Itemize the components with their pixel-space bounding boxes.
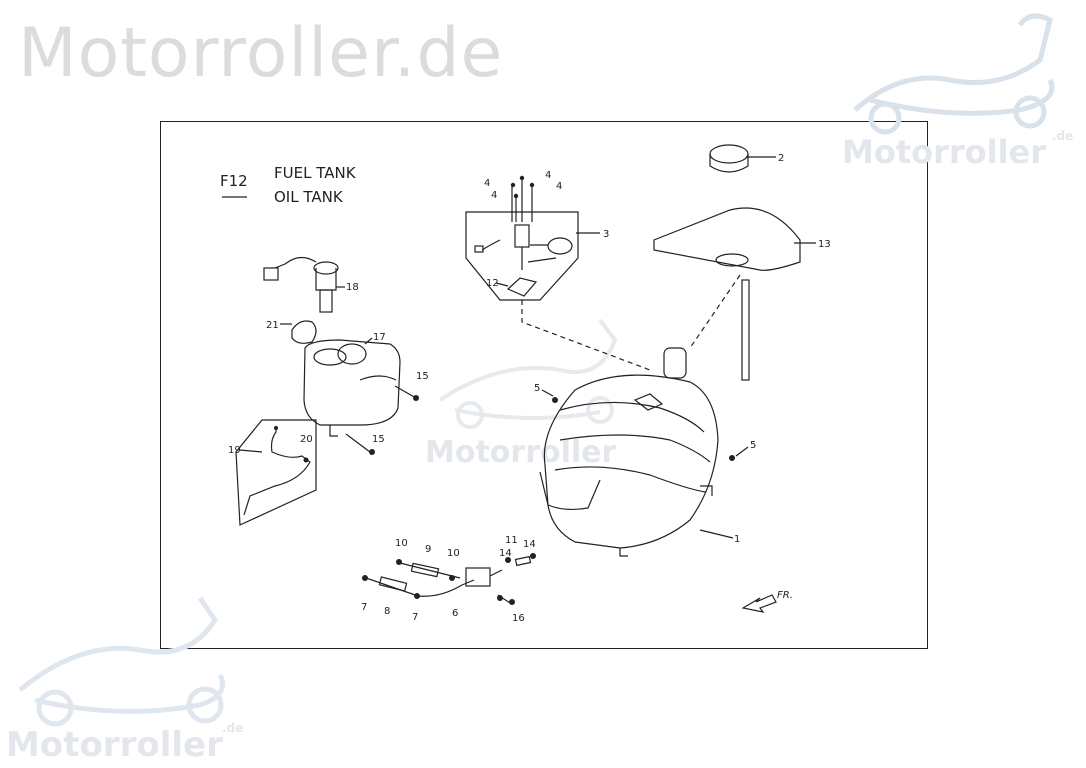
fuel-tank-filler-neck (663, 347, 687, 379)
watermark-logo-text-bottom: Motorroller (6, 725, 223, 765)
fuel-pump (474, 224, 573, 297)
fuel-tank-pump-seat (633, 393, 664, 411)
label-part-21: 21 (266, 320, 279, 331)
label-part-4a: 4 (484, 178, 490, 189)
label-part-19: 19 (228, 445, 241, 456)
label-part-16: 16 (512, 613, 525, 624)
label-part-15b: 15 (372, 434, 385, 445)
label-part-7b: 7 (412, 612, 418, 623)
label-part-8: 8 (384, 606, 390, 617)
watermark-logo-suffix-bottom: .de (222, 721, 243, 735)
fuel-pump-box (465, 211, 579, 301)
label-part-1: 1 (734, 534, 740, 545)
label-part-17: 17 (373, 332, 386, 343)
title-oil-tank: OIL TANK (274, 188, 344, 206)
fuel-pump-gasket (506, 277, 538, 297)
part-labels: 2 3 13 18 21 17 12 4 4 4 4 15 15 20 19 5… (228, 153, 831, 624)
label-part-15a: 15 (416, 371, 429, 382)
label-part-14b: 14 (523, 539, 536, 550)
label-part-5b: 5 (750, 440, 756, 451)
label-part-7a: 7 (361, 602, 367, 613)
oil-hose-box (235, 419, 317, 526)
label-part-12: 12 (486, 278, 499, 289)
filler-tray (653, 207, 801, 381)
label-part-3: 3 (603, 229, 609, 240)
watermark-top-text: Motorroller.de (18, 14, 504, 93)
oil-hose (243, 428, 311, 516)
label-part-9: 9 (425, 544, 431, 555)
label-part-5a: 5 (534, 383, 540, 394)
bolt-15a (394, 385, 417, 399)
title-fuel-tank: FUEL TANK (274, 164, 357, 182)
diagram-frame (160, 121, 928, 649)
label-part-13: 13 (818, 239, 831, 250)
label-part-18: 18 (346, 282, 359, 293)
fuel-pump-screws (511, 180, 533, 222)
fuel-valve (465, 567, 491, 587)
diagram-code: F12 (220, 172, 248, 190)
fuel-line-assembly (365, 555, 532, 604)
label-part-11: 11 (505, 535, 518, 546)
watermark-logo-suffix: .de (1052, 129, 1073, 143)
fuel-tank (539, 347, 719, 557)
oil-tank-filler (313, 348, 347, 366)
label-part-14a: 14 (499, 548, 512, 559)
watermark-logo-text-center: Motorroller (425, 435, 617, 470)
label-part-10b: 10 (447, 548, 460, 559)
label-part-20: 20 (300, 434, 313, 445)
fuel-cap (709, 144, 749, 173)
watermark-logo-top-right (853, 13, 1055, 135)
label-part-4b: 4 (491, 190, 497, 201)
oil-tank (303, 339, 401, 426)
watermark-logo-text: Motorroller (842, 133, 1046, 171)
front-direction-arrow (741, 594, 777, 613)
label-part-2: 2 (778, 153, 784, 164)
bolt-15b (345, 433, 371, 453)
label-part-6: 6 (452, 608, 458, 619)
oil-level-sensor (263, 256, 339, 313)
watermark-logo-bottom-left (18, 596, 225, 727)
watermark-logo-center (438, 318, 618, 429)
fasteners (274, 175, 735, 605)
label-part-10a: 10 (395, 538, 408, 549)
front-direction-label: FR. (777, 590, 793, 601)
label-part-4d: 4 (556, 181, 562, 192)
oil-cap (291, 320, 317, 344)
label-part-4c: 4 (545, 170, 551, 181)
